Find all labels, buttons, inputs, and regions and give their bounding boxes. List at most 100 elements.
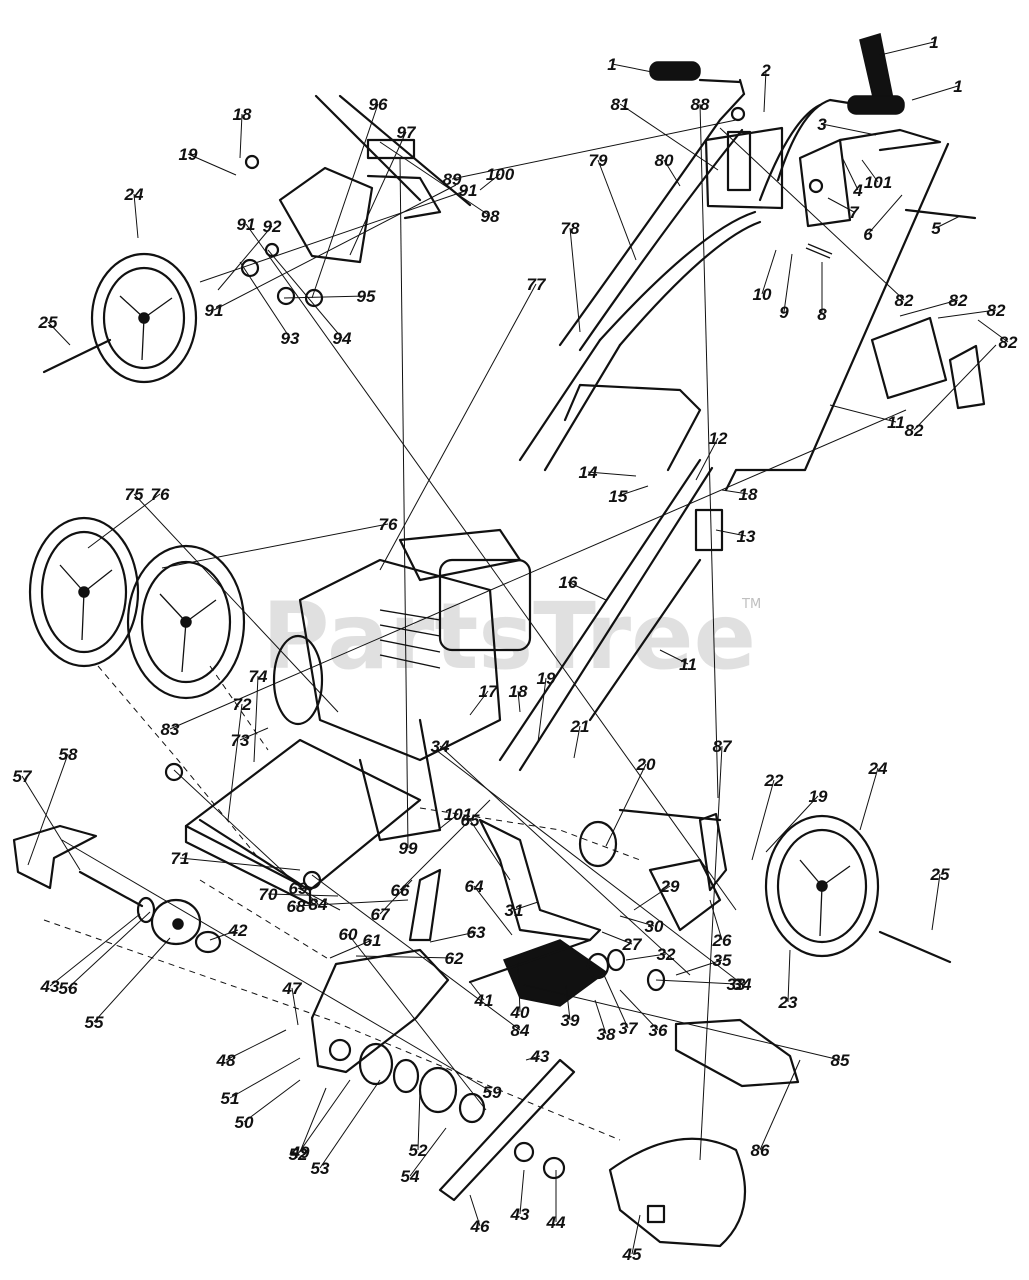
part-callout-62: 62 [445,949,464,968]
part-callout-12: 12 [709,429,728,448]
callout-leader [655,979,737,985]
callout-leader [517,961,521,1013]
callout-leader [469,690,489,716]
wheel-right [764,814,880,958]
control-rod [724,142,950,492]
part-callout-61: 61 [363,931,382,950]
callout-leader [133,193,139,239]
part-callout-87: 87 [713,737,733,756]
callout-leader [751,779,775,861]
part-callout-18: 18 [739,485,758,504]
part-callout-18: 18 [233,105,252,124]
callout-leader [867,194,903,235]
part-callout-74: 74 [249,667,268,686]
callout-leader [617,485,649,497]
callout-leader [763,69,767,113]
part-callout-89: 89 [443,170,462,189]
callout-leader [695,437,719,481]
part-callout-25: 25 [38,313,58,332]
part-callout-4: 4 [852,181,863,200]
lower-handle-frame [518,338,702,472]
part-callout-22: 22 [764,771,784,790]
part-callout-47: 47 [282,979,303,998]
part-callout-19: 19 [179,145,198,164]
part-callout-77: 77 [527,275,547,294]
callout-leader [355,955,455,959]
part-callout-40: 40 [510,1003,530,1022]
part-callout-82: 82 [987,301,1006,320]
part-callout-66: 66 [391,881,410,900]
callout-leader [605,763,647,847]
tilt-arm [478,818,602,942]
part-callout-91: 91 [237,215,256,234]
part-callout-49: 49 [290,1143,310,1162]
callout-leader [87,493,161,549]
callout-leader [783,253,793,313]
part-callout-53: 53 [311,1159,330,1178]
part-callout-101: 101 [864,173,892,192]
part-callout-1: 1 [929,33,938,52]
callout-leader [859,767,879,831]
part-callout-43: 43 [40,977,60,996]
callout-leader [227,703,243,821]
callout-leader [827,197,855,213]
callout-leader [437,813,459,831]
callout-leader [93,937,171,1023]
callout-leader [299,1087,327,1153]
blade-guard [608,1137,747,1248]
callout-leader [67,911,151,989]
part-callout-92: 92 [263,217,282,236]
callout-leader [169,409,907,730]
callout-leader [49,913,141,987]
callout-leader [931,873,941,931]
callout-leader [161,523,389,569]
callout-leader [611,63,653,73]
part-callout-48: 48 [216,1051,236,1070]
callout-leader [347,933,487,1111]
part-callout-67: 67 [371,905,391,924]
part-callout-27: 27 [622,935,643,954]
callout-leader [759,1059,801,1151]
callout-leader [569,227,581,333]
part-callout-76: 76 [151,485,170,504]
callout-leader [61,839,493,1093]
part-callout-82: 82 [949,291,968,310]
callout-leader [429,931,477,943]
callout-leader [675,959,723,976]
part-callout-45: 45 [622,1245,642,1264]
part-callout-42: 42 [228,921,248,940]
callout-leader [721,489,749,495]
callout-leader [567,581,607,601]
part-callout-1: 1 [953,77,962,96]
callout-leader [625,953,667,961]
callout-leader [597,159,637,261]
callout-leader [399,799,491,891]
part-callout-59: 59 [483,1083,502,1102]
callout-leader [47,321,71,346]
callout-leader [631,1214,641,1255]
handle-panel [704,126,784,210]
callout-leader [537,677,547,743]
callout-leader [297,1079,351,1155]
part-callout-79: 79 [589,151,608,170]
callout-leader [295,899,409,907]
part-callout-15: 15 [609,487,628,506]
callout-leader [699,103,719,799]
rear-shield [12,824,98,890]
part-callout-64: 64 [465,877,484,896]
part-callout-21: 21 [570,717,590,736]
callout-leader [239,261,291,339]
part-callout-44: 44 [546,1213,566,1232]
callout-leader [267,893,339,897]
callout-leader [217,225,273,291]
part-callout-82: 82 [905,421,924,440]
part-callout-26: 26 [712,931,732,950]
callout-leader [133,493,339,713]
part-callout-101: 101 [444,805,472,824]
callout-leader [245,223,737,911]
part-callout-19: 19 [537,669,556,688]
callout-leader [409,1127,447,1177]
callout-leader [913,344,997,431]
